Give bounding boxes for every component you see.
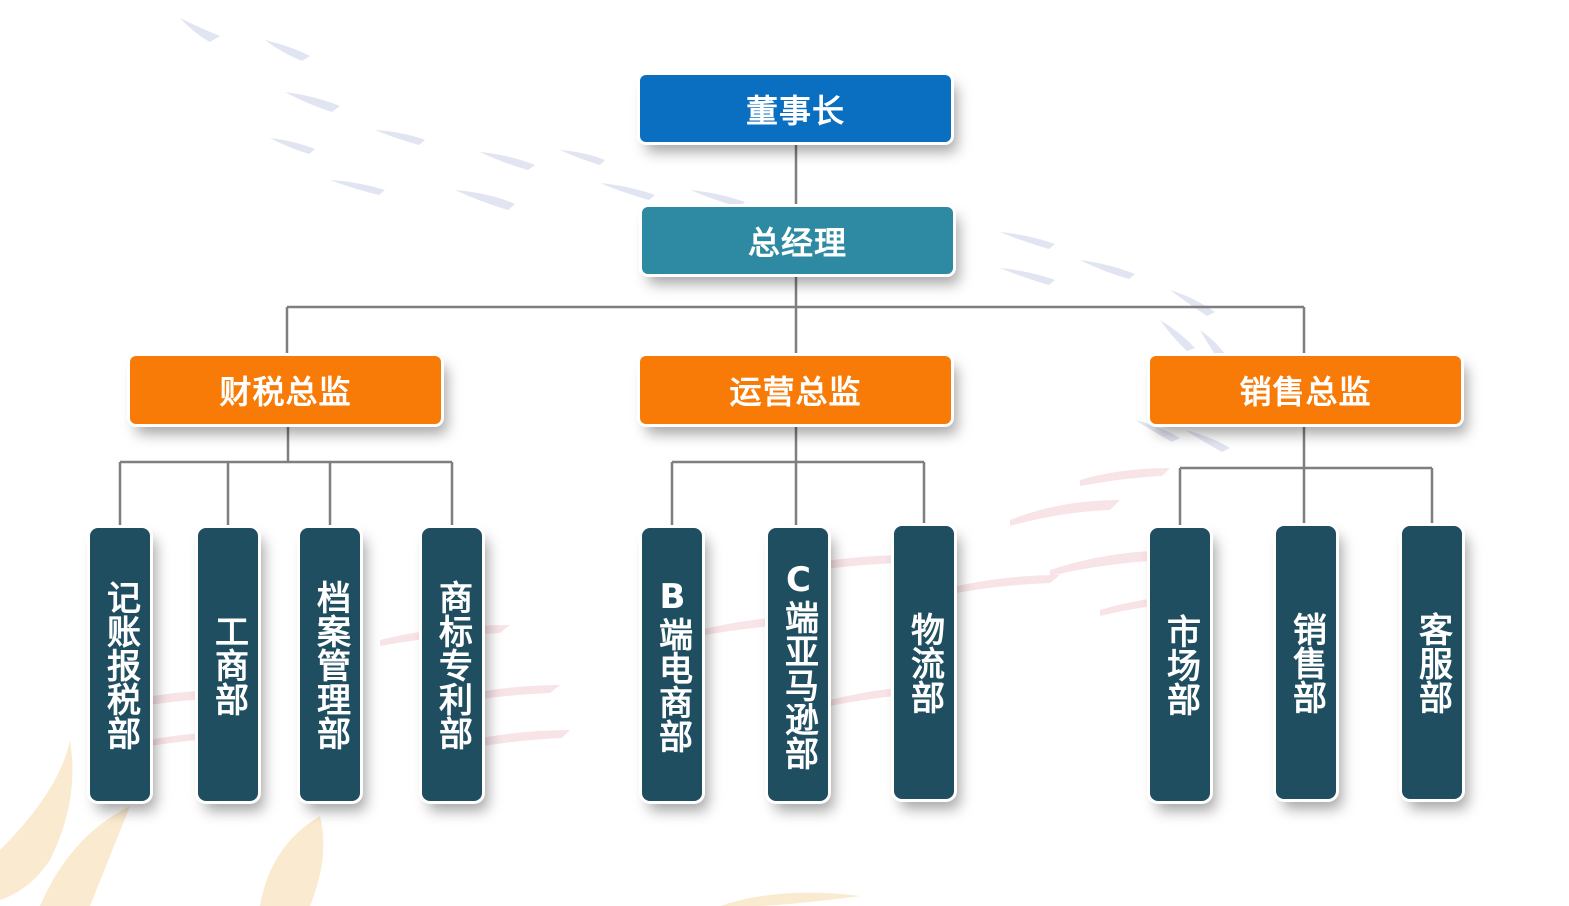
dept-label: 销售部 [1286, 611, 1327, 714]
general-manager-box: 总经理 [642, 207, 953, 274]
dept-archive-management: 档案管理部 [300, 528, 360, 801]
dept-label: 商标专利部 [432, 579, 473, 750]
dept-logistics: 物流部 [894, 526, 954, 799]
dept-label: 客服部 [1412, 611, 1453, 714]
dept-bookkeeping-tax: 记账报税部 [90, 528, 150, 801]
dept-sales: 销售部 [1276, 526, 1336, 799]
dept-label: 物流部 [904, 611, 945, 714]
director-operations-box: 运营总监 [640, 356, 951, 424]
dept-b2b-ecommerce: B端电商部 [642, 528, 702, 801]
dept-label: 工商部 [208, 613, 249, 716]
dept-trademark-patent: 商标专利部 [422, 528, 482, 801]
director-finance-tax-box: 财税总监 [130, 356, 441, 424]
dept-customer-service: 客服部 [1402, 526, 1462, 799]
dept-c-amazon: C端亚马逊部 [768, 528, 828, 801]
dept-label: 档案管理部 [310, 579, 351, 750]
dept-label: B端电商部 [652, 576, 693, 753]
chairman-box: 董事长 [640, 75, 951, 142]
dept-business-registration: 工商部 [198, 528, 258, 801]
dept-label: 记账报税部 [100, 579, 141, 750]
dept-label: C端亚马逊部 [778, 559, 819, 770]
director-sales-box: 销售总监 [1150, 356, 1461, 424]
dept-label: 市场部 [1160, 613, 1201, 716]
dept-marketing: 市场部 [1150, 528, 1210, 801]
